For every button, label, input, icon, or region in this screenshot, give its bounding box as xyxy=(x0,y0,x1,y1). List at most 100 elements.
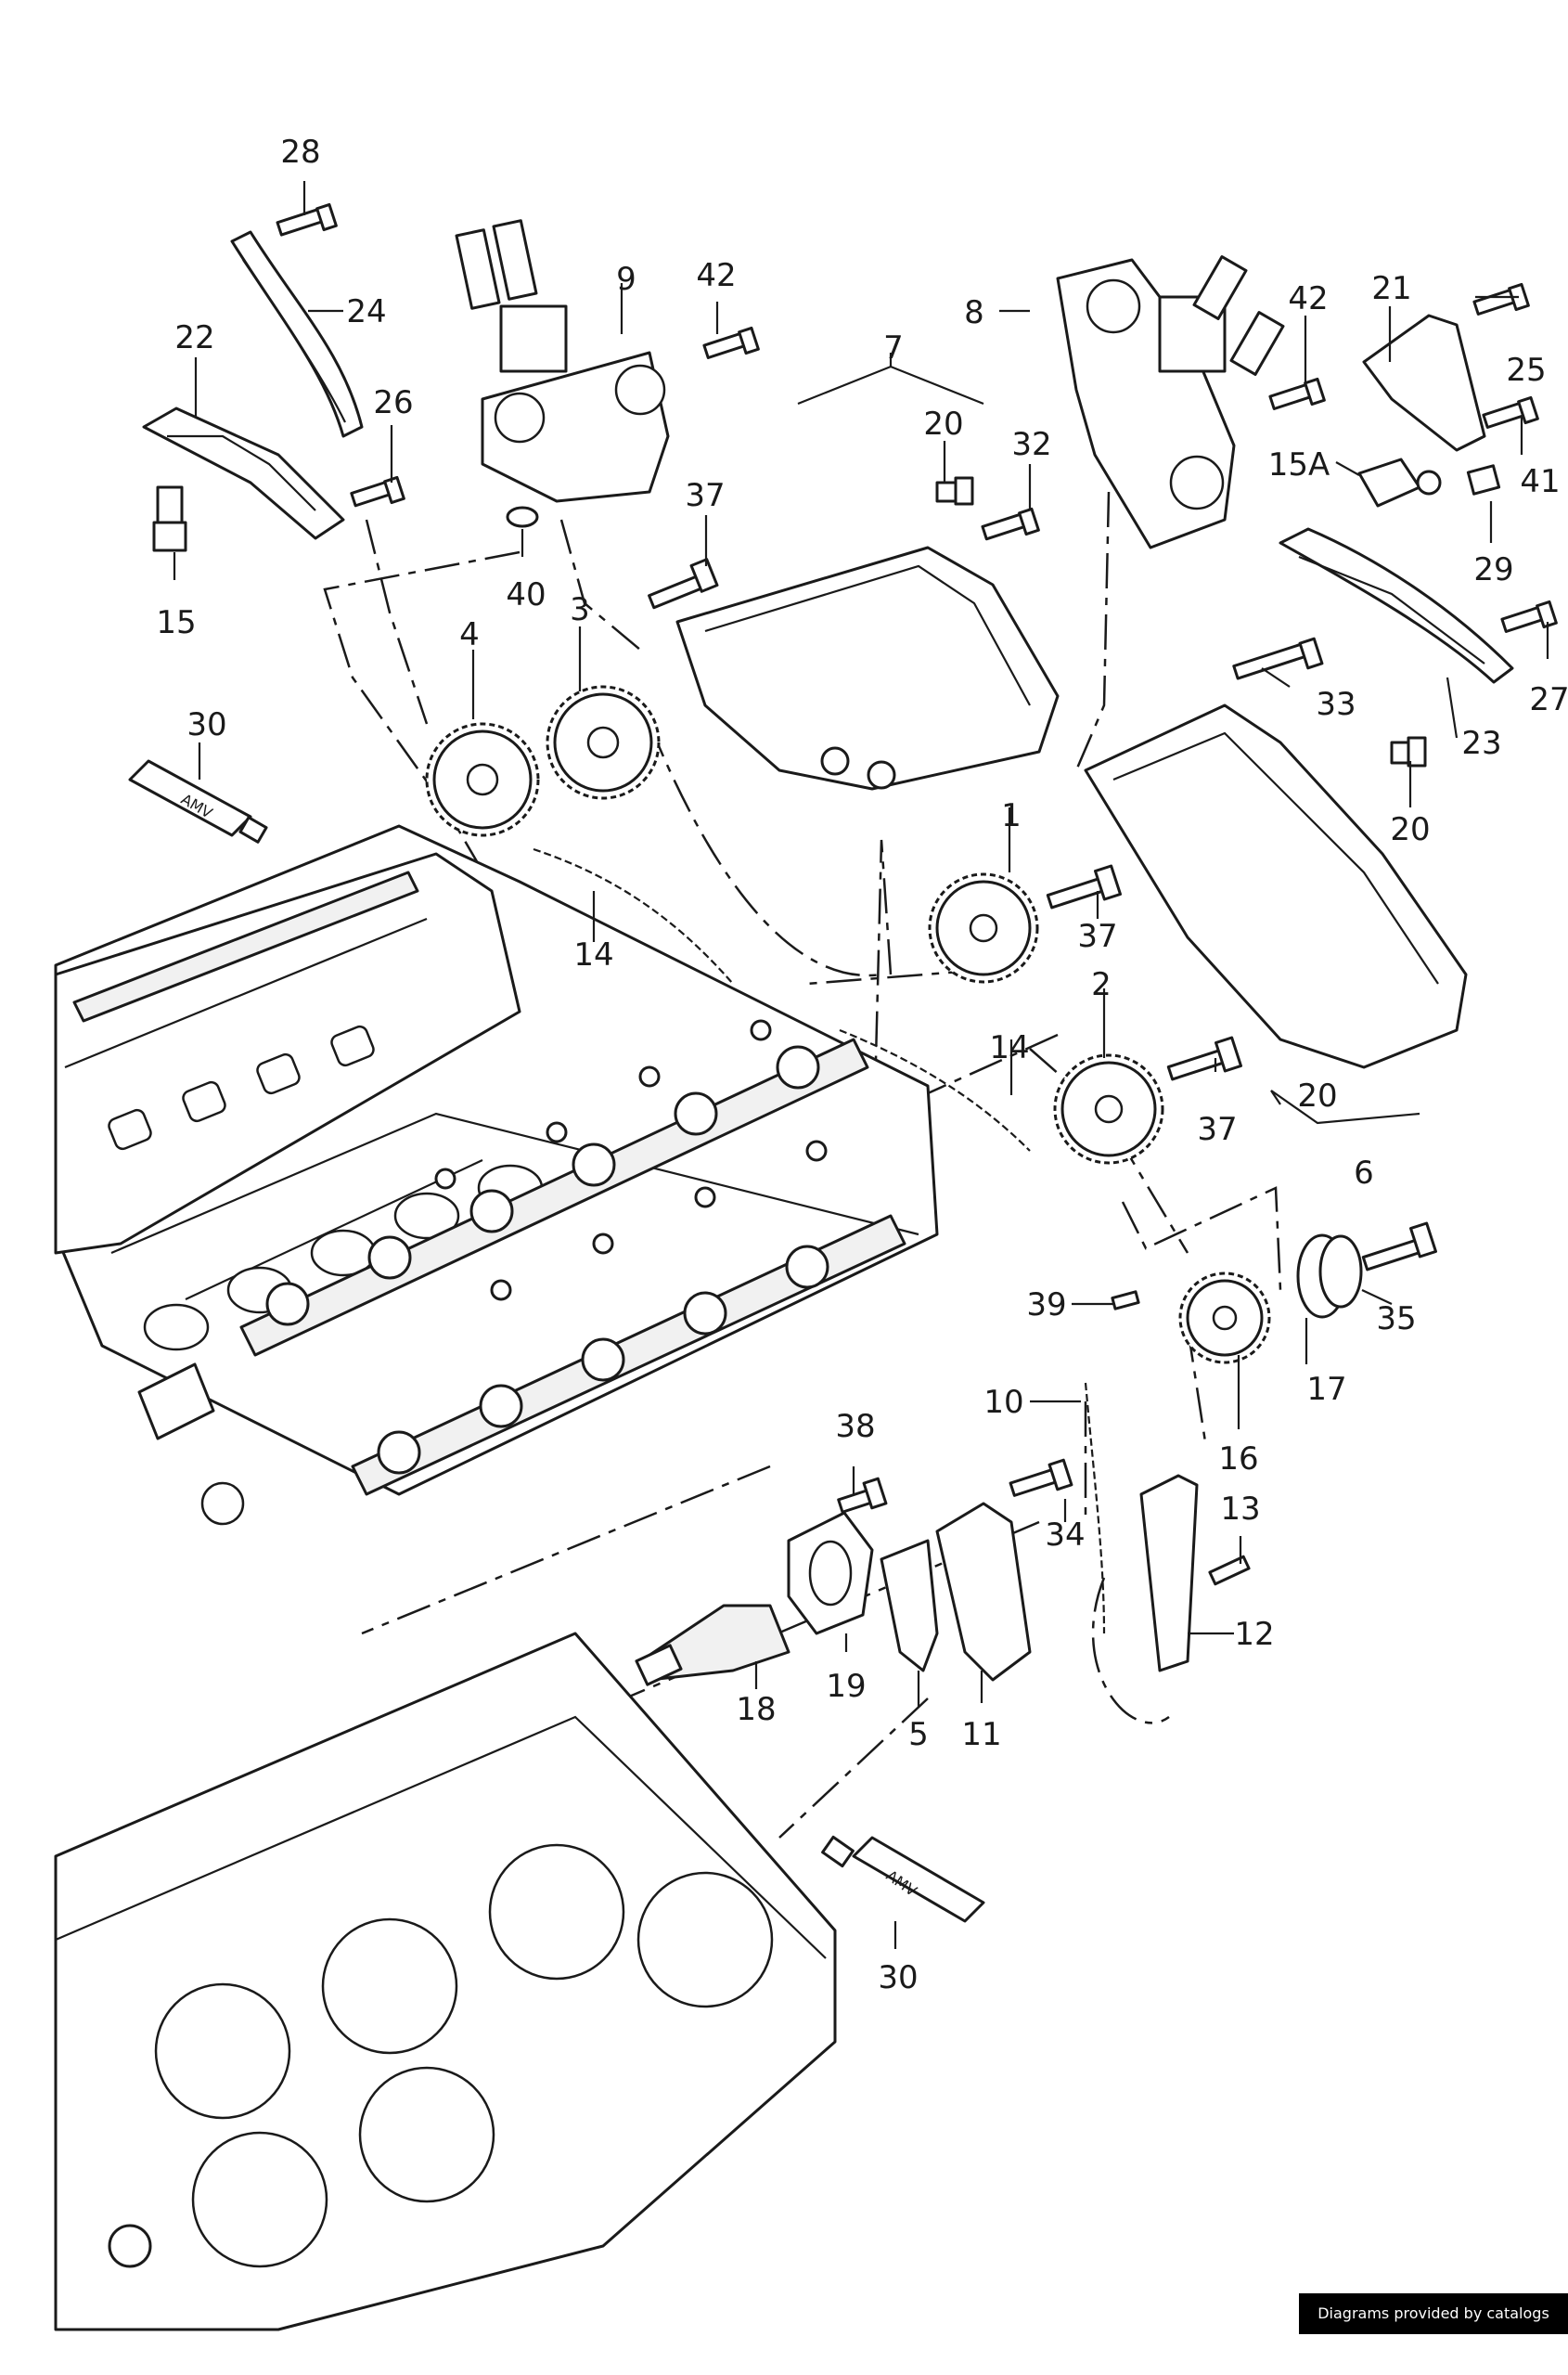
callout-40: 40 xyxy=(506,576,546,613)
bolt-38 xyxy=(837,1477,888,1514)
callout-labels: 28 24 9 42 8 42 21 25 22 26 7 20 32 15A … xyxy=(156,134,1568,1996)
callout-35: 35 xyxy=(1376,1300,1416,1337)
callout-42b: 42 xyxy=(1288,280,1328,317)
bolt-34 xyxy=(1009,1458,1073,1497)
callout-7: 7 xyxy=(883,329,904,367)
flange-19 xyxy=(787,1511,874,1635)
callout-41: 41 xyxy=(1520,463,1560,500)
callout-20b: 20 xyxy=(1390,811,1430,848)
timing-chain-14b xyxy=(839,1028,1031,1152)
plug-20b xyxy=(1390,736,1427,768)
callout-3: 3 xyxy=(570,591,590,628)
callout-2: 2 xyxy=(1091,966,1112,1003)
callout-8: 8 xyxy=(964,294,984,331)
callout-28: 28 xyxy=(280,134,320,171)
callout-22: 22 xyxy=(174,319,214,356)
callout-33: 33 xyxy=(1316,686,1356,723)
tensioner-bracket-5 xyxy=(880,1539,939,1672)
guide-rail-12 xyxy=(1139,1474,1199,1672)
timing-cover-7 xyxy=(675,546,1060,791)
camshaft-sprocket-3 xyxy=(546,685,661,800)
camshaft-sprocket-4 xyxy=(425,722,540,837)
callout-14b: 14 xyxy=(989,1029,1029,1066)
callout-25: 25 xyxy=(1506,352,1546,389)
callout-17: 17 xyxy=(1306,1371,1346,1408)
sprocket-17 xyxy=(1296,1233,1363,1319)
callout-37a: 37 xyxy=(685,477,725,514)
callout-20c: 20 xyxy=(1297,1078,1337,1115)
bolt-28 xyxy=(276,202,338,237)
stud-15 xyxy=(152,485,187,552)
pin-13 xyxy=(1208,1555,1251,1586)
callout-32: 32 xyxy=(1011,426,1051,463)
seal-ring-40 xyxy=(506,506,539,528)
callout-13: 13 xyxy=(1220,1491,1260,1528)
tensioner-11 xyxy=(935,1502,1032,1682)
callout-5: 5 xyxy=(908,1716,929,1753)
nut-29 xyxy=(1466,464,1501,496)
cylinder-bores xyxy=(154,1843,774,2268)
callout-15: 15 xyxy=(156,604,196,641)
tensioner-rail-24 xyxy=(230,230,364,438)
bolt-42b xyxy=(1268,377,1326,410)
timing-chain-14a xyxy=(533,847,734,985)
callout-19: 19 xyxy=(826,1668,866,1705)
callout-16: 16 xyxy=(1218,1440,1258,1478)
leader-lines xyxy=(173,181,1549,1949)
callout-38: 38 xyxy=(835,1408,875,1445)
bolt-25 xyxy=(1472,282,1530,316)
callout-39: 39 xyxy=(1026,1286,1066,1323)
callout-1: 1 xyxy=(1001,797,1022,834)
callout-27: 27 xyxy=(1529,681,1568,718)
camshaft-sprocket-1 xyxy=(928,872,1039,984)
callout-37c: 37 xyxy=(1197,1111,1237,1148)
tensioner-rail-23 xyxy=(1279,527,1514,684)
sealant-tube-30a: AMV xyxy=(128,759,268,844)
pin-39 xyxy=(1111,1290,1140,1310)
bolt-37b xyxy=(1046,864,1123,910)
callout-29: 29 xyxy=(1473,551,1513,588)
credit-banner: Diagrams provided by catalogs parts xyxy=(1299,2293,1568,2363)
callout-14a: 14 xyxy=(573,936,613,974)
bolt-26 xyxy=(350,475,405,508)
callout-18: 18 xyxy=(736,1691,776,1728)
head-bolts xyxy=(434,1019,828,1301)
callout-37b: 37 xyxy=(1077,918,1117,955)
camshaft-sprocket-2 xyxy=(1053,1053,1164,1165)
camshaft-adjuster-9 xyxy=(455,219,670,503)
callout-24: 24 xyxy=(346,293,386,330)
bolt-37a xyxy=(648,558,719,610)
bolt-37c xyxy=(1166,1036,1243,1081)
callout-6: 6 xyxy=(1354,1155,1374,1192)
timing-chain-10 xyxy=(1084,1382,1106,1634)
callout-42a: 42 xyxy=(696,257,736,294)
callout-12: 12 xyxy=(1234,1616,1274,1653)
bolt-42a xyxy=(702,326,760,359)
left-cylinder-head xyxy=(54,852,521,1255)
callout-4: 4 xyxy=(459,616,480,653)
camshafts xyxy=(239,1038,906,1496)
shaft-18 xyxy=(635,1604,790,1686)
callout-30b: 30 xyxy=(878,1959,918,1996)
sprocket-16 xyxy=(1178,1271,1271,1364)
callout-15a: 15A xyxy=(1268,446,1330,484)
callout-23: 23 xyxy=(1461,725,1501,762)
plug-20a xyxy=(935,476,974,506)
guide-rail-22 xyxy=(142,407,345,540)
sensor-15a xyxy=(1357,458,1442,508)
callout-11: 11 xyxy=(961,1716,1001,1753)
callout-30a: 30 xyxy=(186,706,226,743)
timing-cover-6 xyxy=(1084,703,1468,1069)
bolt-33 xyxy=(1232,637,1324,680)
bolt-27 xyxy=(1500,600,1558,633)
callout-26: 26 xyxy=(373,384,413,421)
camshaft-adjuster-8 xyxy=(1056,255,1285,549)
callout-21: 21 xyxy=(1371,270,1411,307)
bracket-21 xyxy=(1362,314,1486,452)
callout-34: 34 xyxy=(1045,1517,1085,1554)
callout-20a: 20 xyxy=(923,406,963,443)
engine-block xyxy=(54,1632,837,2331)
sealant-tube-30b: AMV xyxy=(821,1835,985,1923)
callout-9: 9 xyxy=(616,261,636,298)
